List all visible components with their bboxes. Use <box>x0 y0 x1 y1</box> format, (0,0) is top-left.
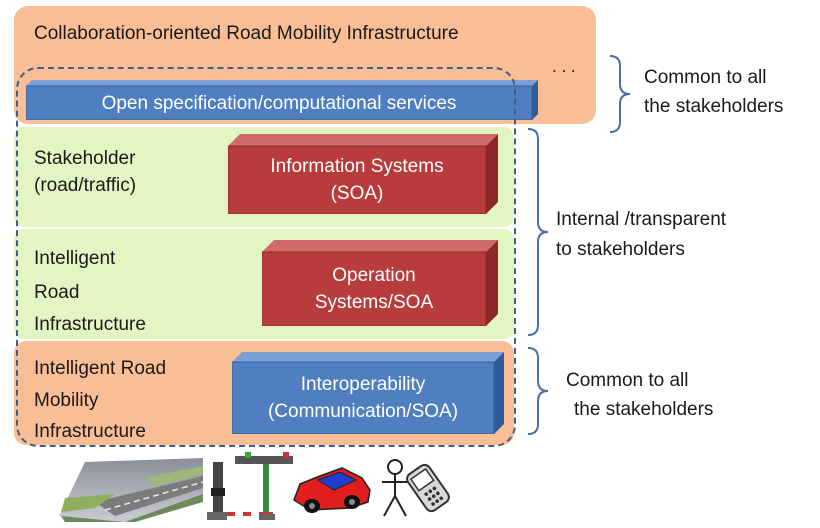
operation-systems-line2: Systems/SOA <box>314 292 434 313</box>
mobility-label-3: Infrastructure <box>34 421 146 442</box>
operation-systems-line1: Operation <box>332 265 416 286</box>
stakeholder-label-1: Stakeholder <box>34 148 136 169</box>
top-layer-title: Collaboration-oriented Road Mobility Inf… <box>34 23 459 44</box>
open-spec-bar: Open specification/computational service… <box>26 80 538 120</box>
operation-systems-box: Operation Systems/SOA <box>262 240 498 326</box>
mobility-label-1: Intelligent Road <box>34 358 167 379</box>
stick-person-icon <box>382 459 408 517</box>
common-top-note-2: the stakeholders <box>644 96 784 117</box>
stakeholder-label-2: (road/traffic) <box>34 175 137 196</box>
internal-note-1: Internal /transparent <box>556 209 727 230</box>
mobile-phone-icon <box>406 463 450 513</box>
intelligent-road-label-3: Infrastructure <box>34 314 146 335</box>
common-top-note-1: Common to all <box>644 67 767 88</box>
brace-middle <box>527 128 549 336</box>
open-spec-label: Open specification/computational service… <box>101 92 457 114</box>
dashed-outline <box>16 67 516 447</box>
intelligent-road-label-2: Road <box>34 282 80 303</box>
interoperability-line2: (Communication/SOA) <box>267 401 459 422</box>
toll-gate-icon <box>207 452 293 520</box>
interoperability-box: Interoperability (Communication/SOA) <box>232 352 504 434</box>
information-systems-line2: (SOA) <box>330 183 384 204</box>
brace-bottom <box>527 347 549 435</box>
interoperability-line1: Interoperability <box>300 374 426 395</box>
red-car-icon <box>293 467 371 513</box>
top-layer-ellipsis: . . . <box>552 57 576 76</box>
road-photo-icon <box>59 458 204 522</box>
mobility-label-2: Mobility <box>34 390 99 411</box>
internal-note-2: to stakeholders <box>556 239 685 260</box>
intelligent-road-label-1: Intelligent <box>34 248 116 269</box>
common-bottom-note-1: Common to all <box>566 370 689 391</box>
brace-top <box>609 55 631 133</box>
common-bottom-note-2: the stakeholders <box>574 399 714 420</box>
information-systems-line1: Information Systems <box>270 156 444 177</box>
information-systems-box: Information Systems (SOA) <box>228 134 498 214</box>
